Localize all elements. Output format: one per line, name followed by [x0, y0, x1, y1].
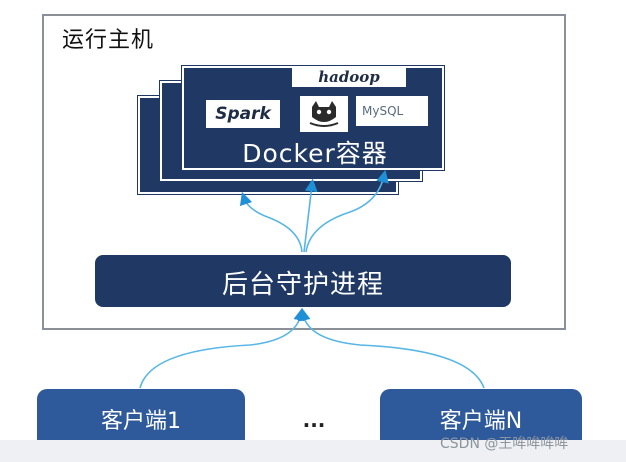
- docker-container-label: Docker容器: [242, 139, 388, 168]
- mysql-logo: MySQL: [356, 96, 428, 126]
- arrow-client1-to-daemon: [139, 307, 307, 389]
- arrow-daemon-to-container-mid: [303, 178, 318, 253]
- client-1-box: [37, 389, 245, 449]
- daemon-label: 后台守护进程: [221, 270, 384, 300]
- watermark: CSDN @王哞哞哞哞: [440, 436, 569, 452]
- arrow-daemon-to-container-right: [305, 169, 389, 253]
- host-machine-title: 运行主机: [62, 28, 155, 53]
- client-n-box: [380, 389, 582, 449]
- arrow-clientN-to-daemon: [297, 307, 485, 389]
- arrow-daemon-to-container-left: [239, 191, 303, 253]
- client-n-label: 客户端N: [439, 409, 523, 434]
- hadoop-logo: hadoop: [292, 67, 406, 87]
- daemon-box: [95, 255, 511, 307]
- bottom-strip: [0, 440, 626, 462]
- spark-logo: Spark: [206, 100, 280, 128]
- tomcat-icon: [300, 96, 348, 132]
- client-1-label: 客户端1: [101, 409, 181, 434]
- ellipsis: ...: [302, 408, 326, 432]
